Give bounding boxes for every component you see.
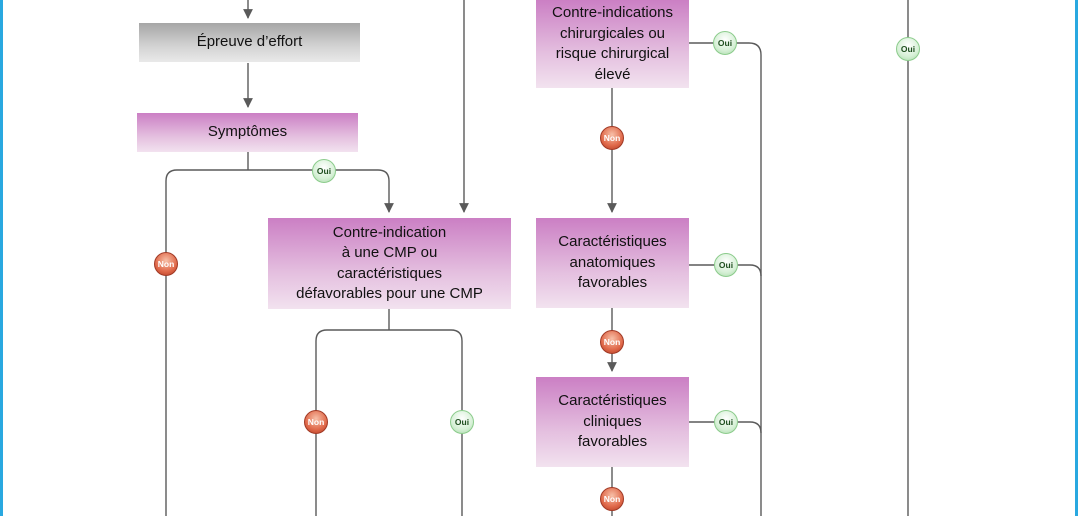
node-caracteristiques-anatomiques: Caractéristiques anatomiques favorables — [536, 218, 689, 308]
node-epreuve-effort: Épreuve d’effort — [139, 23, 360, 62]
non-badge-anatomiques: Non — [600, 330, 624, 354]
oui-badge-symptomes: Oui — [312, 159, 336, 183]
oui-badge-right-column: Oui — [896, 37, 920, 61]
oui-badge-cliniques: Oui — [714, 410, 738, 434]
node-symptomes: Symptômes — [137, 113, 358, 152]
oui-badge-anatomiques: Oui — [714, 253, 738, 277]
non-badge-symptomes: Non — [154, 252, 178, 276]
non-badge-cliniques: Non — [600, 487, 624, 511]
node-contre-indications-chirurgicales: Contre-indications chirurgicales ou risq… — [536, 0, 689, 88]
non-badge-ci-chirurgicales: Non — [600, 126, 624, 150]
oui-badge-ci-chirurgicales: Oui — [713, 31, 737, 55]
non-badge-ci-cmp: Non — [304, 410, 328, 434]
oui-badge-ci-cmp: Oui — [450, 410, 474, 434]
node-caracteristiques-cliniques: Caractéristiques cliniques favorables — [536, 377, 689, 467]
node-contre-indication-cmp: Contre-indication à une CMP ou caractéri… — [268, 218, 511, 309]
